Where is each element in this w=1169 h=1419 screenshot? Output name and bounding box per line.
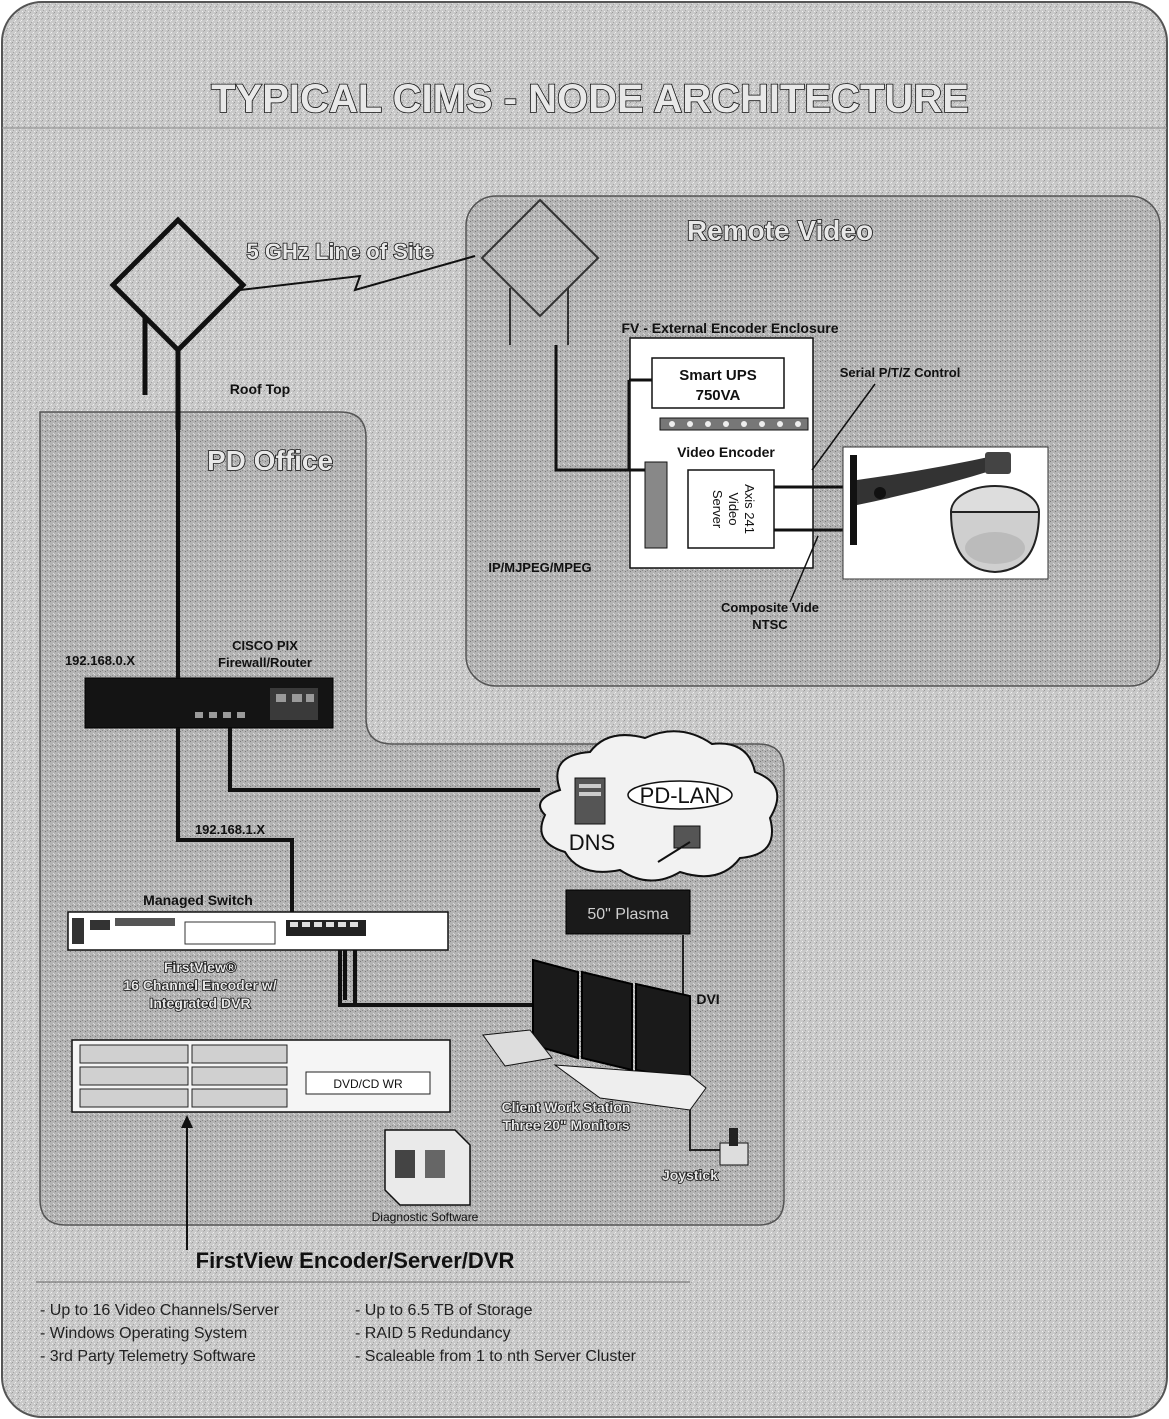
wireless-link-icon <box>239 255 476 292</box>
diagram-title: TYPICAL CIMS - NODE ARCHITECTURE <box>211 77 969 121</box>
ups-label-line2: 750VA <box>696 387 741 404</box>
axis-label-line1: Axis 241 <box>742 484 757 534</box>
lan-ip-label: 192.168.1.X <box>195 822 265 837</box>
remote-video-title: Remote Video <box>687 215 873 246</box>
ups-label-line1: Smart UPS <box>679 367 757 384</box>
pd-lan-label: PD-LAN <box>640 783 721 808</box>
encoder-label-line3: Integrated DVR <box>149 995 250 1011</box>
pd-lan-tube-icon <box>627 780 733 810</box>
joystick-label: Joystick <box>662 1167 718 1183</box>
encoder-label-line1: FirstView® <box>164 959 237 975</box>
router-ports <box>195 688 318 720</box>
serial-ptz-arrow <box>811 383 876 471</box>
bullet-left-1: - Up to 16 Video Channels/Server <box>40 1302 280 1319</box>
footer-title: FirstView Encoder/Server/DVR <box>196 1248 515 1273</box>
switch-label: Managed Switch <box>143 892 253 908</box>
serial-ptz-label: Serial P/T/Z Control <box>840 365 961 380</box>
office-cabling <box>176 430 555 1007</box>
drive-bays <box>79 1044 288 1108</box>
bullet-right-3: - Scaleable from 1 to nth Server Cluster <box>355 1348 637 1365</box>
router-label-line2: Firewall/Router <box>218 655 312 670</box>
remote-cabling <box>554 345 855 532</box>
ptz-camera-icon <box>850 452 1041 574</box>
axis-label-line3: Server <box>710 490 725 529</box>
axis-video-server <box>687 469 775 549</box>
dns-server-icon <box>574 777 606 825</box>
diagnostic-label: Diagnostic Software <box>372 1210 479 1224</box>
router-label-line1: CISCO PIX <box>232 638 298 653</box>
video-encoder-label: Video Encoder <box>677 444 775 460</box>
composite-arrow <box>789 535 819 603</box>
axis-label-line2: Video <box>726 492 741 525</box>
dvd-drive <box>305 1071 431 1095</box>
diagnostic-box-icon <box>384 1129 471 1206</box>
dvi-label: DVI <box>696 991 719 1007</box>
pd-office-title: PD Office <box>207 445 333 476</box>
roof-top-label: Roof Top <box>230 381 290 397</box>
protocol-label: IP/MJPEG/MPEG <box>488 560 591 575</box>
dvd-label: DVD/CD WR <box>333 1077 403 1091</box>
terminal-block <box>644 461 668 549</box>
smart-ups <box>651 357 785 409</box>
composite-label-line2: NTSC <box>752 617 788 632</box>
switch-details <box>72 918 366 945</box>
dns-label: DNS <box>569 830 615 855</box>
plasma-label: 50" Plasma <box>587 906 668 923</box>
plasma-display <box>565 889 691 935</box>
remote-antenna-icon <box>480 198 600 345</box>
monitor-array-icon <box>532 958 691 1082</box>
workstation-base <box>553 1064 707 1111</box>
wireless-link-label: 5 GHz Line of Site <box>246 239 433 264</box>
bullet-right-1: - Up to 6.5 TB of Storage <box>355 1302 533 1319</box>
workstation-label-line2: Three 20" Monitors <box>502 1117 629 1133</box>
bullet-left-3: - 3rd Party Telemetry Software <box>40 1348 256 1365</box>
joystick-icon <box>719 1128 749 1166</box>
keyboard-icon <box>482 1029 553 1067</box>
workstation-label-line1: Client Work Station <box>502 1099 631 1115</box>
workstation-icon <box>657 825 701 863</box>
power-strip <box>659 417 809 431</box>
enclosure-label: FV - External Encoder Enclosure <box>621 320 838 336</box>
encoder-label-line2: 16 Channel Encoder w/ <box>123 977 276 993</box>
composite-label-line1: Composite Vide <box>721 600 819 615</box>
bullet-left-2: - Windows Operating System <box>40 1325 247 1342</box>
bullet-right-2: - RAID 5 Redundancy <box>355 1325 511 1342</box>
roof-antenna-icon <box>109 216 247 430</box>
power-outlets <box>669 421 801 427</box>
encoder-pointer-arrowhead <box>181 1115 193 1128</box>
wan-ip-label: 192.168.0.X <box>65 653 135 668</box>
